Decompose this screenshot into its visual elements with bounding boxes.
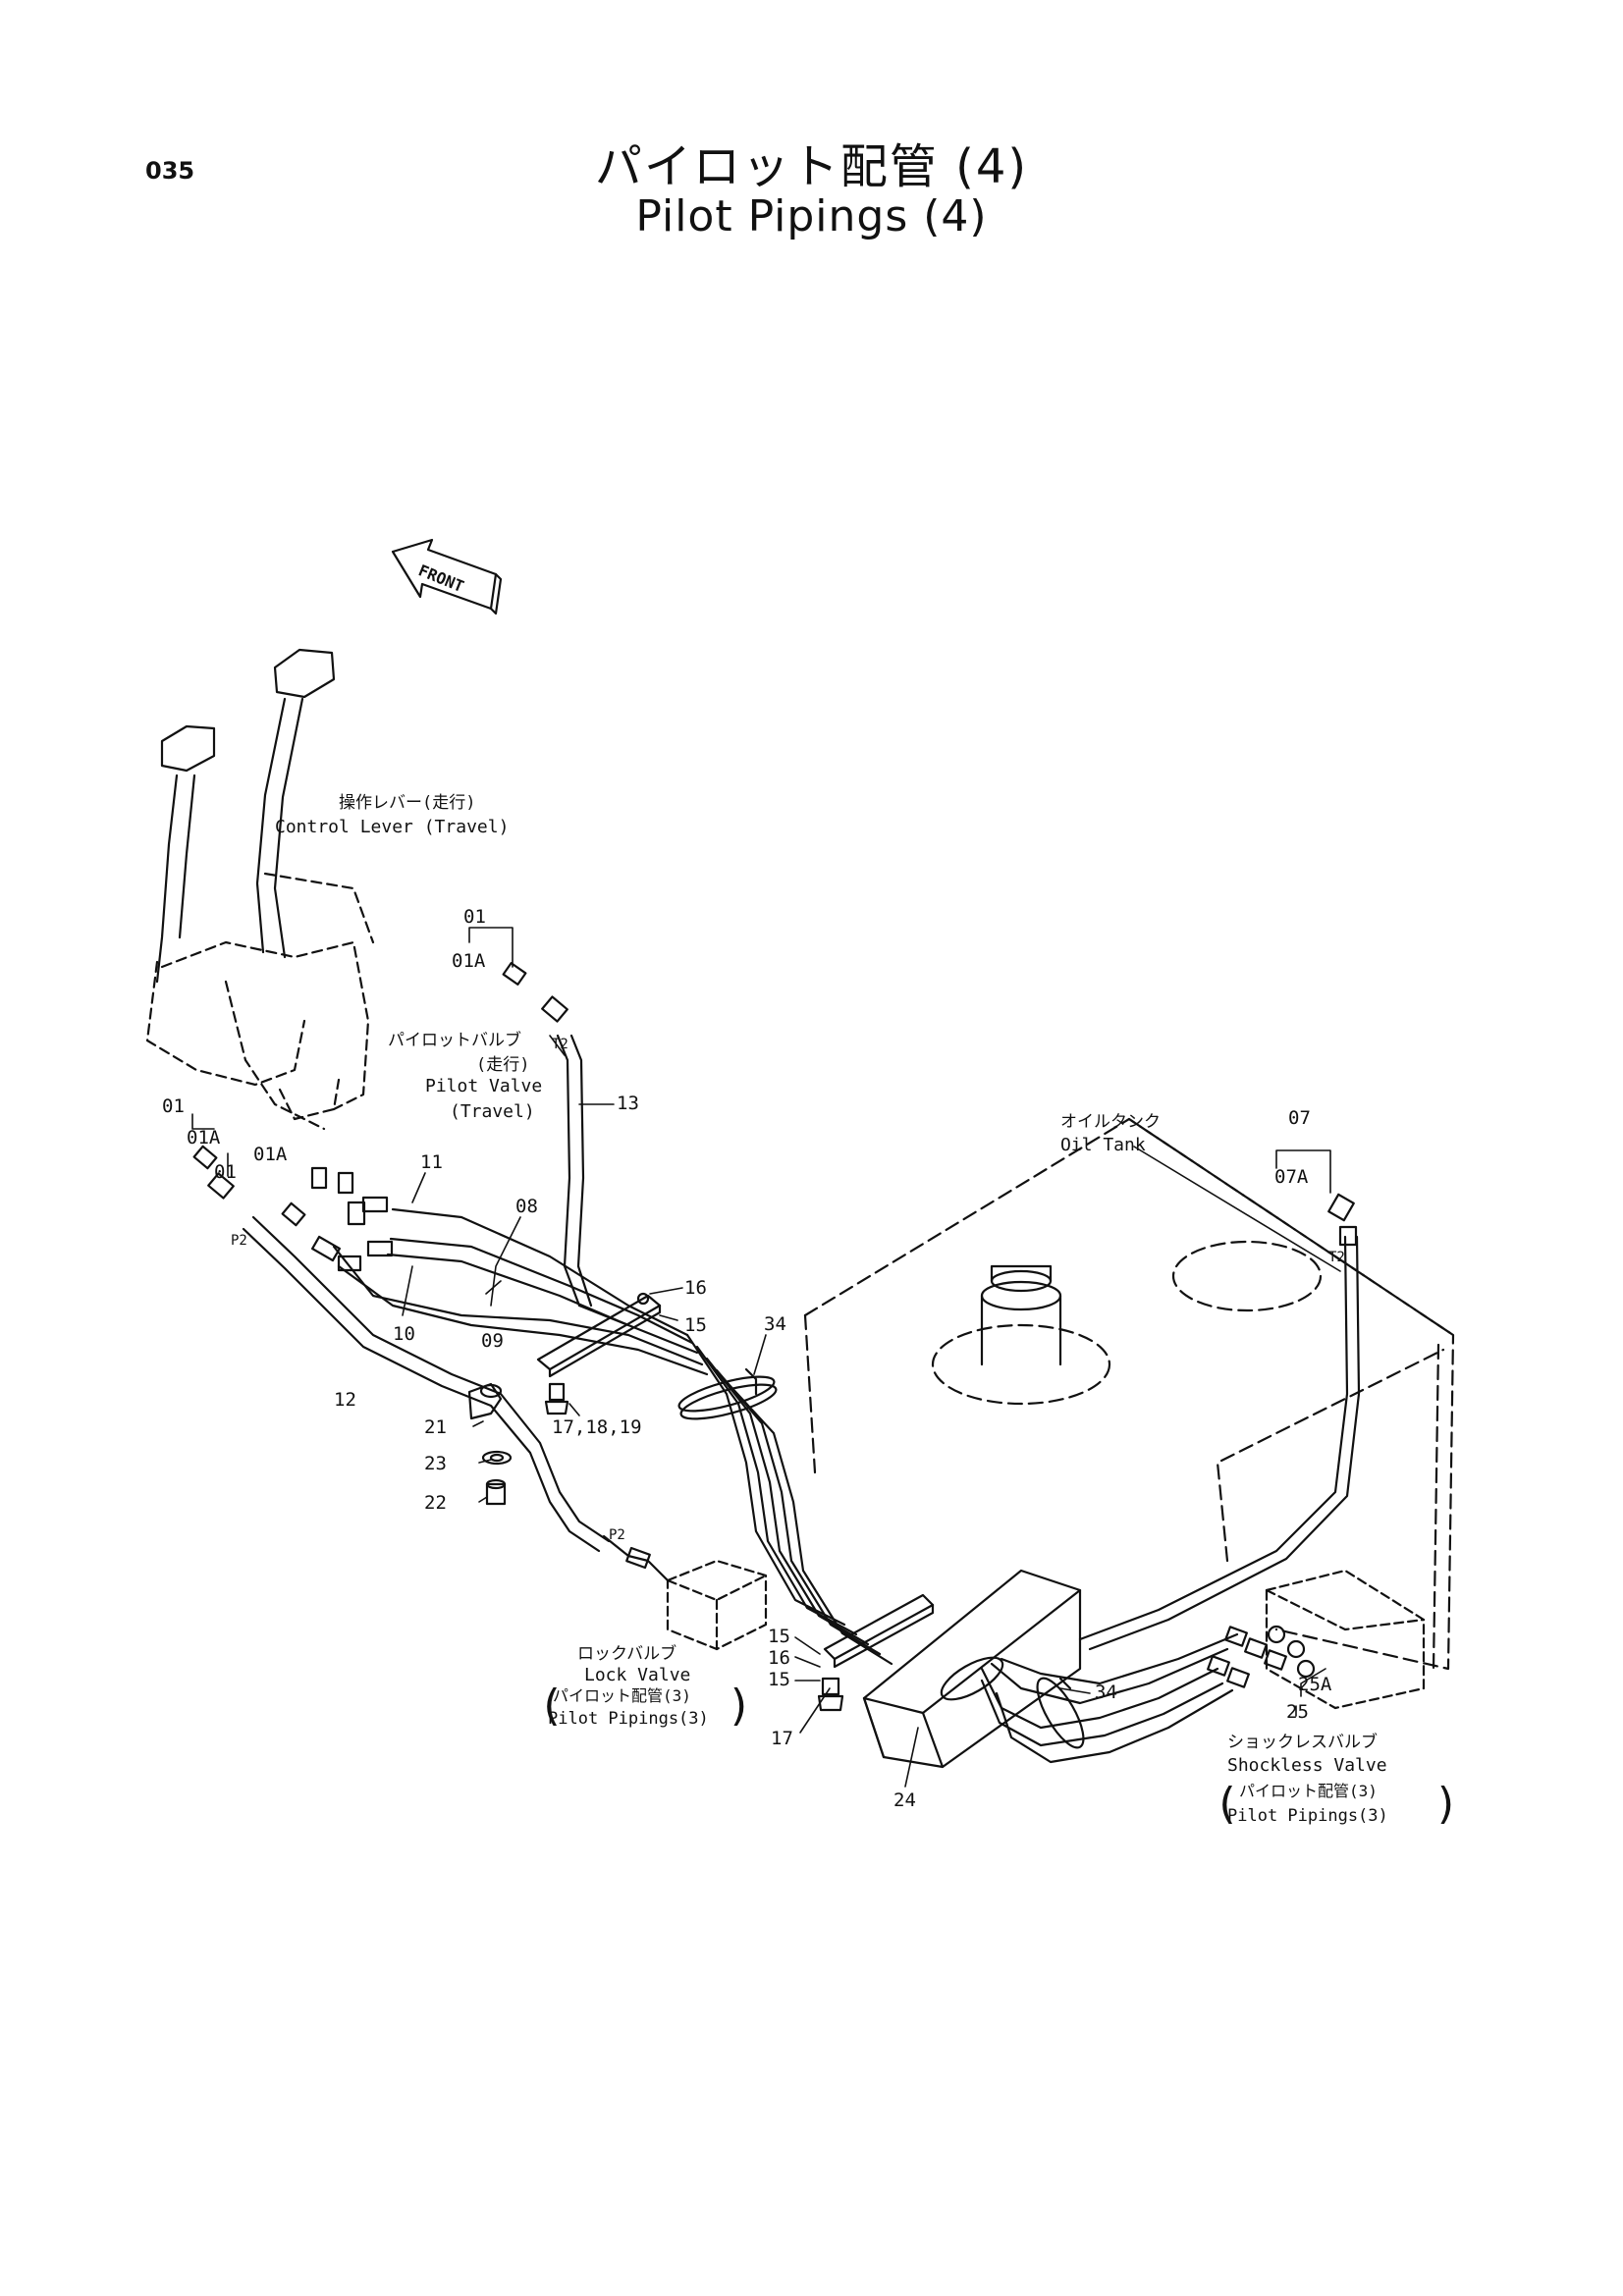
callout-01-top: 01 xyxy=(463,906,486,928)
hose-13 xyxy=(556,1034,581,1308)
page-title-japanese: パイロット配管 (4) xyxy=(594,139,1029,194)
callout-34-top: 34 xyxy=(764,1313,786,1335)
hoses-to-shockless xyxy=(980,1632,1239,1764)
callout-07: 07 xyxy=(1288,1107,1311,1129)
lock-valve-label-jp: ロックバルブ xyxy=(577,1643,676,1664)
lock-valve xyxy=(666,1559,768,1651)
lock-valve-ref-jp: パイロット配管(3) xyxy=(553,1686,691,1705)
clamp-15-16-bottom xyxy=(817,1593,935,1712)
callout-t2-top: T2 xyxy=(552,1037,568,1052)
callout-16-top: 16 xyxy=(684,1277,707,1299)
oil-tank-label-jp: オイルタンク xyxy=(1060,1112,1161,1132)
pilot-valve-label-jp2: (走行) xyxy=(476,1055,529,1075)
callout-10: 10 xyxy=(393,1323,415,1345)
leader-lines xyxy=(191,927,1341,1788)
callout-08: 08 xyxy=(515,1196,538,1217)
callout-22: 22 xyxy=(424,1492,447,1514)
pilot-valve-label-en: Pilot Valve xyxy=(425,1076,542,1096)
page-title-english: Pilot Pipings (4) xyxy=(635,191,988,241)
callout-15-bottom-2: 15 xyxy=(768,1669,790,1690)
pilot-valve-label-jp: パイロットバルブ xyxy=(388,1030,521,1050)
shockless-bracket-right: ) xyxy=(1434,1779,1460,1829)
shockless-valve xyxy=(1265,1569,1426,1710)
callout-34-bottom: 34 xyxy=(1095,1682,1117,1703)
shockless-ref-en: Pilot Pipings(3) xyxy=(1227,1806,1388,1826)
shockless-ref-jp: パイロット配管(3) xyxy=(1239,1782,1378,1800)
pilot-valve-label-en2: (Travel) xyxy=(450,1101,535,1122)
control-lever-travel xyxy=(145,648,375,1131)
callout-01a-left: 01A xyxy=(187,1127,221,1148)
front-arrow-icon xyxy=(391,538,503,615)
page-number: 035 xyxy=(145,157,195,185)
clamp-21 xyxy=(467,1382,513,1506)
callout-07a: 07A xyxy=(1274,1166,1309,1188)
callout-25a: 25A xyxy=(1298,1674,1332,1695)
callout-01a-top: 01A xyxy=(452,950,486,972)
oil-tank-label-en: Oil Tank xyxy=(1060,1135,1146,1155)
callout-01-left2: 01 xyxy=(214,1161,237,1183)
hose-07 xyxy=(1078,1235,1349,1641)
callout-11: 11 xyxy=(420,1151,443,1173)
callout-01-left: 01 xyxy=(162,1095,185,1117)
callout-21: 21 xyxy=(424,1416,447,1438)
callout-24: 24 xyxy=(893,1789,916,1811)
callout-17-18-19: 17,18,19 xyxy=(552,1416,642,1438)
callout-13: 13 xyxy=(617,1093,639,1114)
shockless-label-en: Shockless Valve xyxy=(1227,1755,1387,1776)
lock-valve-label-en: Lock Valve xyxy=(584,1665,690,1685)
fittings-01-01A xyxy=(192,962,568,1272)
callout-25: 25 xyxy=(1286,1701,1309,1723)
callout-p2-left: P2 xyxy=(231,1233,247,1249)
band-34-top xyxy=(677,1367,778,1420)
clamp-plate-24 xyxy=(862,1569,1082,1769)
callout-09: 09 xyxy=(481,1330,504,1352)
oil-tank-cap xyxy=(980,1264,1062,1366)
callout-01a-mid: 01A xyxy=(253,1144,288,1165)
shockless-fittings xyxy=(1207,1625,1316,1688)
clamp-15-16-top xyxy=(536,1292,662,1415)
callout-15-top: 15 xyxy=(684,1314,707,1336)
callout-15-bottom-1: 15 xyxy=(768,1626,790,1647)
callout-16-bottom: 16 xyxy=(768,1647,790,1669)
callout-p2-mid: P2 xyxy=(609,1527,625,1543)
oil-tank xyxy=(803,1117,1455,1671)
lock-ref-bracket-right: ) xyxy=(727,1681,753,1731)
callout-12: 12 xyxy=(334,1389,356,1411)
shockless-bracket-left: ( xyxy=(1214,1779,1240,1829)
shockless-label-jp: ショックレスバルブ xyxy=(1227,1732,1378,1752)
control-lever-label-jp: 操作レバー(走行) xyxy=(339,793,475,813)
lock-ref-bracket-left: ( xyxy=(538,1681,565,1731)
callout-23: 23 xyxy=(424,1453,447,1474)
callout-17: 17 xyxy=(771,1728,793,1749)
lock-valve-ref-en: Pilot Pipings(3) xyxy=(548,1709,709,1729)
callout-t2-right: T2 xyxy=(1328,1250,1345,1265)
control-lever-label-en: Control Lever (Travel) xyxy=(275,817,509,837)
